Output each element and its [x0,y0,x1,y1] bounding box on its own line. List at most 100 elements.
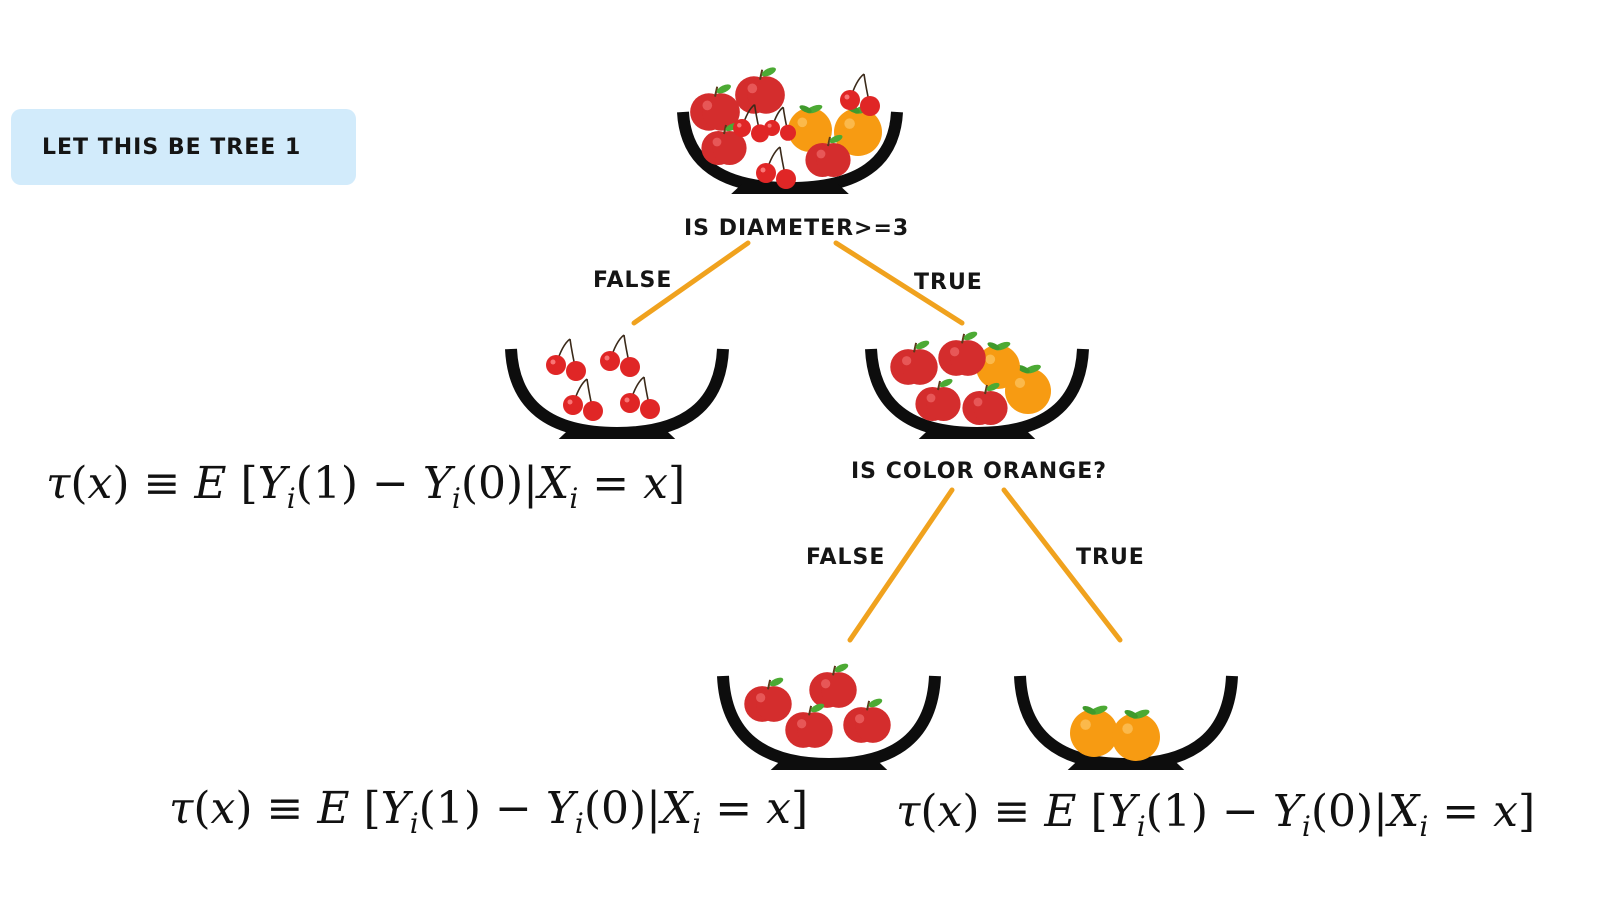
fruit-bowl-icon [717,675,941,771]
formula-x-cap: X [1388,786,1420,837]
formula-x: x [766,783,791,834]
formula-x-cap: X [661,783,693,834]
formula-x: x [643,458,668,509]
formula-zero: (0)| [460,458,538,509]
apple-icon [843,698,891,743]
apple-icon [744,677,792,722]
formula-subscript: i [451,482,461,515]
formula-one: (1) − [295,458,423,509]
formula-eq: = [701,783,767,834]
apple-icon [915,378,961,421]
root-question-label: IS DIAMETER>=3 [684,216,910,241]
formula-bracket: ] [667,458,686,509]
formula-bracket: [ [226,458,258,509]
root-false-label: FALSE [593,268,673,293]
cherry-icon [620,376,660,419]
tree-badge: LET THIS BE TREE 1 [11,109,356,185]
formula-y: Y [257,458,287,509]
formula-paren: ) [962,786,980,837]
formula-subscript: i [1419,810,1429,843]
formula-subscript: i [286,482,296,515]
formula-bracket: ] [1517,786,1536,837]
apple-icon [735,67,785,114]
orange-icon [976,341,1020,389]
cherry-icon [563,378,603,421]
formula-x: x [210,783,236,834]
apple-icon [938,331,986,376]
second-false-label: FALSE [806,545,886,570]
fruit-bowl-icon [865,348,1089,440]
formula-x-cap: X [538,458,570,509]
formula-e: E [317,783,350,834]
formula-paren: ( [920,786,938,837]
formula-subscript: i [692,807,702,840]
formula-subscript: i [574,807,584,840]
second-question-label: IS COLOR ORANGE? [851,459,1108,484]
formula-tau: τ [169,783,194,834]
cherry-icon [756,146,796,189]
formula-e: E [1044,786,1077,837]
formula-y: Y [380,783,410,834]
tree-badge-label: LET THIS BE TREE 1 [42,134,302,160]
apple-icon [962,382,1008,425]
orange-icon [1070,705,1118,757]
formula-x: x [1493,786,1518,837]
formula-tau: τ [46,458,71,509]
branch-second-false [847,487,955,643]
apple-icon [805,134,851,177]
formula-zero: (0)| [583,783,661,834]
formula-subscript: i [1301,810,1311,843]
formula-paren: ) [235,783,253,834]
formula-paren: ( [70,458,88,509]
apple-icon [785,703,833,748]
formula-x: x [937,786,963,837]
formula-x: x [87,458,113,509]
formula-tau: τ [896,786,921,837]
formula-y: Y [1272,786,1302,837]
formula-y: Y [1107,786,1137,837]
fruit-bowl-icon [1014,675,1238,771]
formula-subscript: i [569,482,579,515]
formula-y: Y [545,783,575,834]
branch-second-true [1001,487,1123,643]
formula-one: (1) − [418,783,546,834]
cherry-icon [600,334,640,377]
cherry-icon [840,73,880,116]
formula-equiv: ≡ [129,458,195,509]
branch-root-false [631,240,751,326]
orange-icon [1112,709,1160,761]
formula-e: E [194,458,227,509]
formula-bracket: ] [790,783,809,834]
cherry-icon [546,338,586,381]
formula-bracket: [ [349,783,381,834]
formula-paren: ) [112,458,130,509]
fruit-bowl-icon [505,348,729,440]
branch-root-true [833,240,965,326]
formula-eq: = [578,458,644,509]
second-true-label: TRUE [1076,545,1145,570]
cherry-icon [733,103,769,143]
formula-equiv: ≡ [979,786,1045,837]
formula-subscript: i [1136,810,1146,843]
apple-icon [701,122,747,165]
cate-formula-bottom-left: τ(x) ≡ E [Yi(1) − Yi(0)|Xi = x] [169,787,808,838]
formula-paren: ( [193,783,211,834]
apple-icon [690,84,740,131]
cate-formula-bottom-right: τ(x) ≡ E [Yi(1) − Yi(0)|Xi = x] [896,790,1535,841]
tree-branches [631,240,1123,643]
cate-formula-left: τ(x) ≡ E [Yi(1) − Yi(0)|Xi = x] [46,462,685,513]
formula-y: Y [422,458,452,509]
formula-eq: = [1428,786,1494,837]
root-true-label: TRUE [914,270,983,295]
formula-bracket: [ [1076,786,1108,837]
formula-subscript: i [409,807,419,840]
orange-icon [788,104,832,152]
formula-zero: (0)| [1310,786,1388,837]
formula-one: (1) − [1145,786,1273,837]
apple-icon [890,340,938,385]
formula-equiv: ≡ [252,783,318,834]
orange-icon [1005,364,1051,414]
apple-icon [809,663,857,708]
cherry-icon [764,106,796,141]
